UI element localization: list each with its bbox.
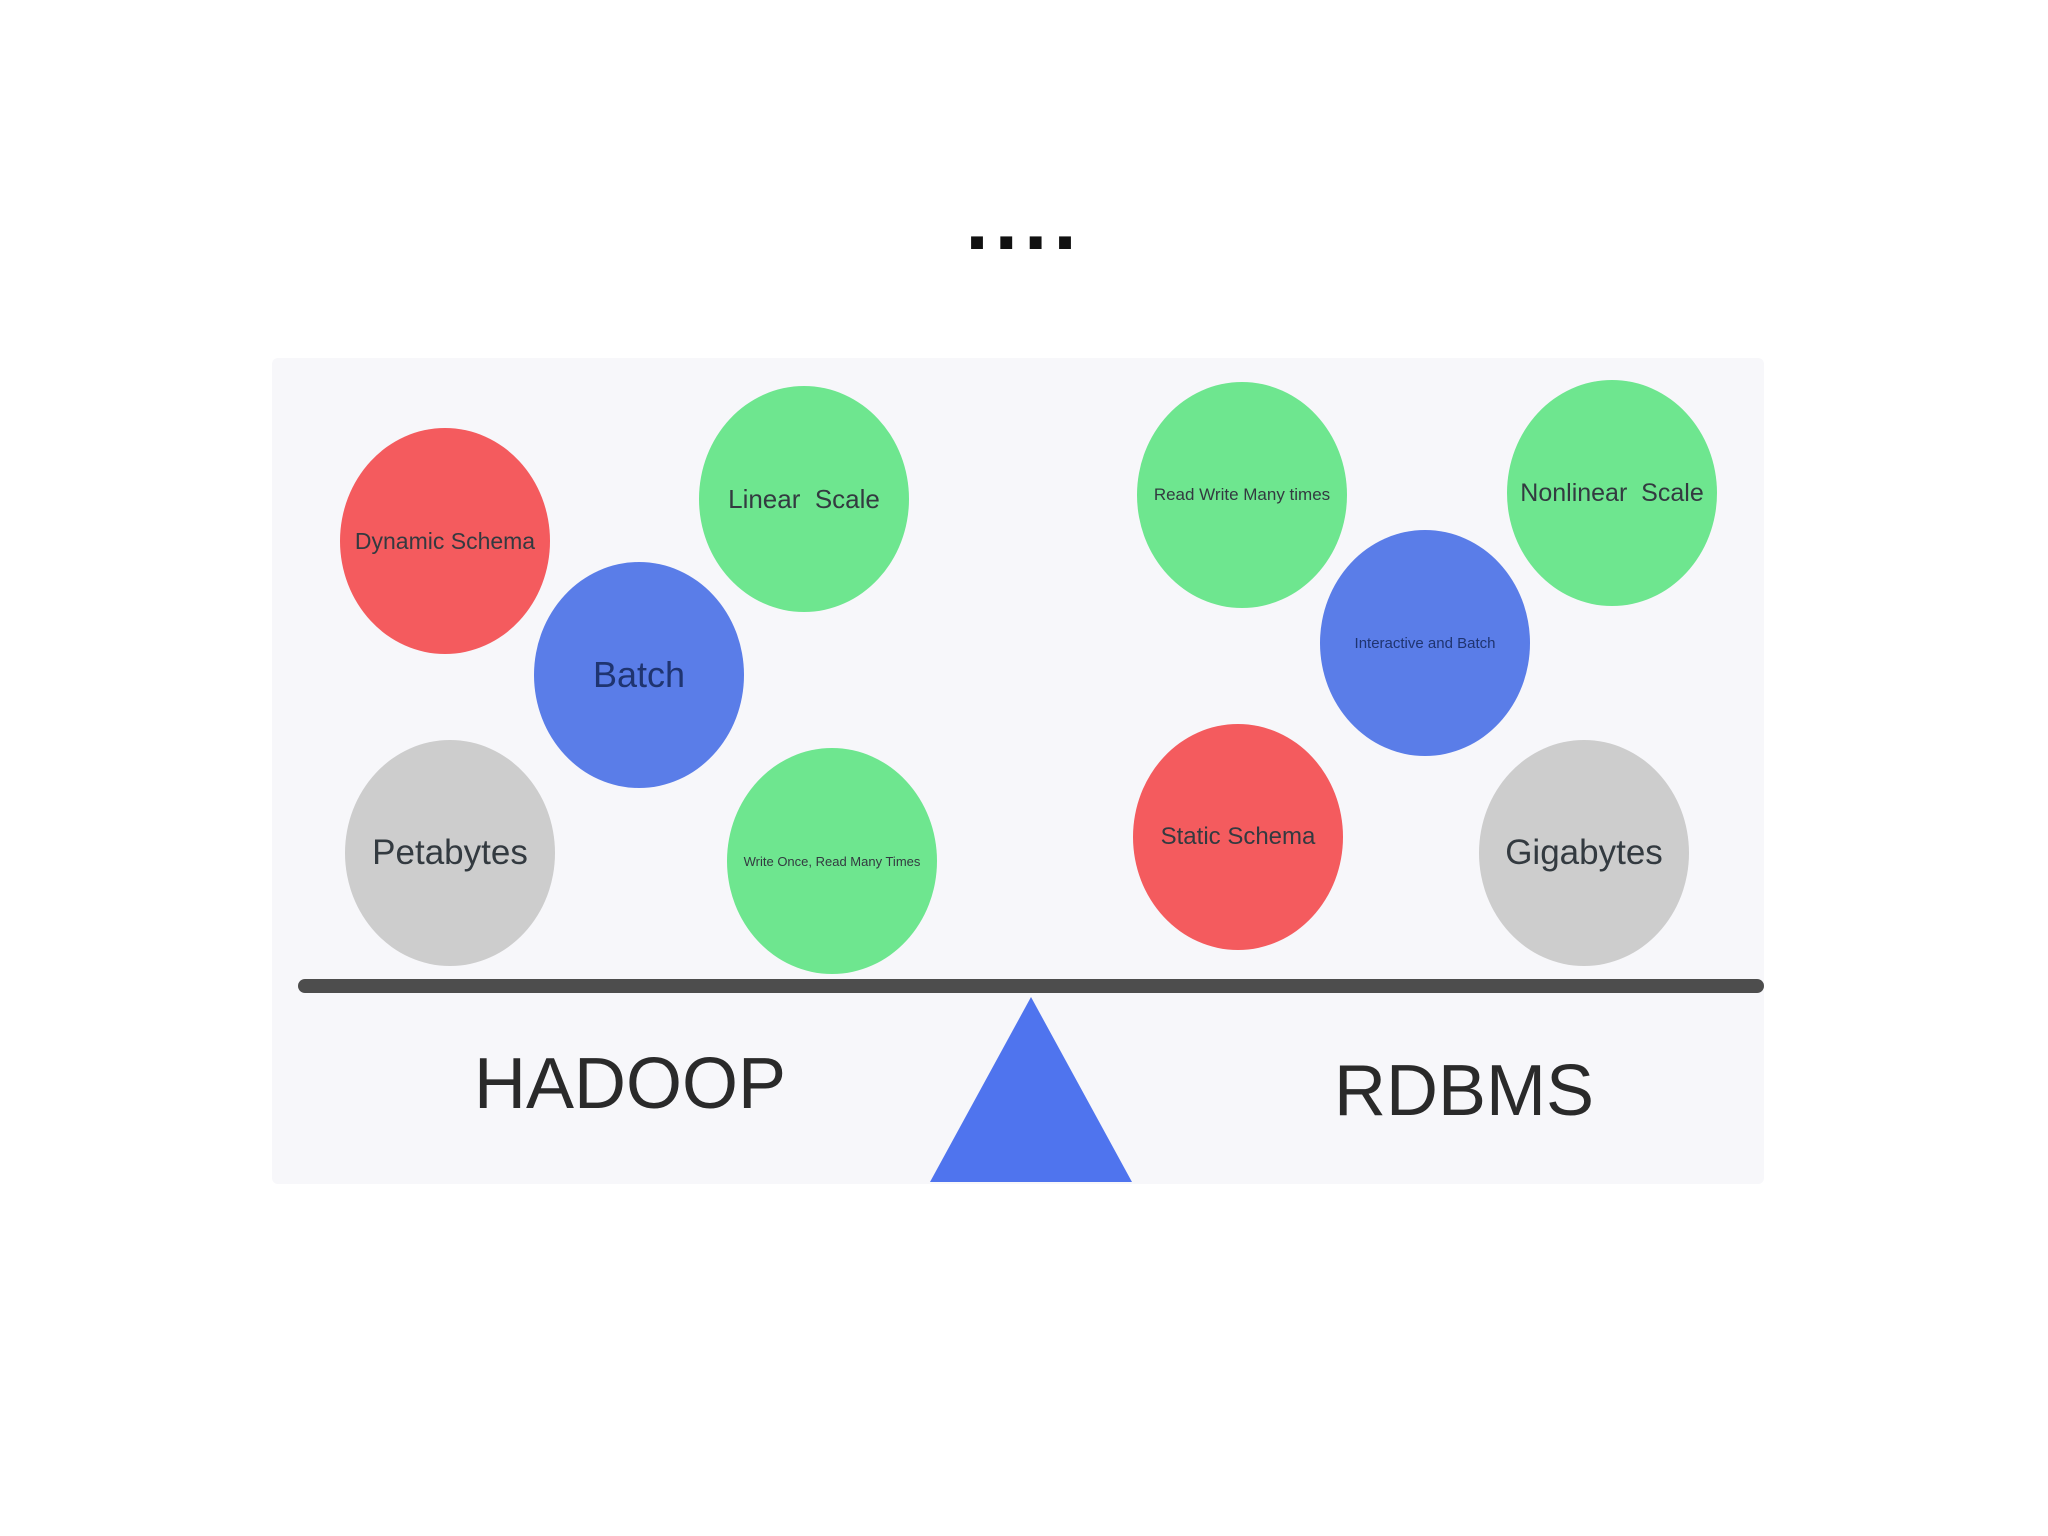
slide-title: ....: [965, 173, 1083, 267]
bubble-interactive-batch: Interactive and Batch: [1320, 530, 1530, 756]
bubble-static-schema: Static Schema: [1133, 724, 1343, 950]
bubble-batch: Batch: [534, 562, 744, 788]
bubble-dynamic-schema-label: Dynamic Schema: [354, 527, 536, 554]
bubble-linear-scale-label: Linear Scale: [728, 483, 880, 514]
bubble-interactive-batch-label: Interactive and Batch: [1354, 634, 1496, 652]
fulcrum-triangle: [930, 997, 1132, 1182]
bubble-linear-scale: Linear Scale: [699, 386, 909, 612]
bubble-gigabytes: Gigabytes: [1479, 740, 1689, 966]
rdbms-label: RDBMS: [1334, 1051, 1595, 1131]
bubble-read-write: Read Write Many times: [1137, 382, 1347, 608]
bubble-petabytes-label: Petabytes: [372, 833, 528, 872]
bubble-gigabytes-label: Gigabytes: [1505, 833, 1663, 872]
bubble-write-once: Write Once, Read Many Times: [727, 748, 937, 974]
bubble-dynamic-schema: Dynamic Schema: [340, 428, 550, 654]
hadoop-label: HADOOP: [474, 1044, 787, 1124]
bubble-batch-label: Batch: [592, 654, 686, 695]
bubble-read-write-label: Read Write Many times: [1153, 485, 1331, 504]
bubble-nonlinear-scale: Nonlinear Scale: [1507, 380, 1717, 606]
bubble-write-once-label: Write Once, Read Many Times: [743, 853, 921, 869]
bubble-static-schema-label: Static Schema: [1160, 823, 1316, 850]
bubble-petabytes: Petabytes: [345, 740, 555, 966]
balance-beam: [298, 979, 1764, 993]
bubble-nonlinear-scale-label: Nonlinear Scale: [1520, 478, 1704, 507]
